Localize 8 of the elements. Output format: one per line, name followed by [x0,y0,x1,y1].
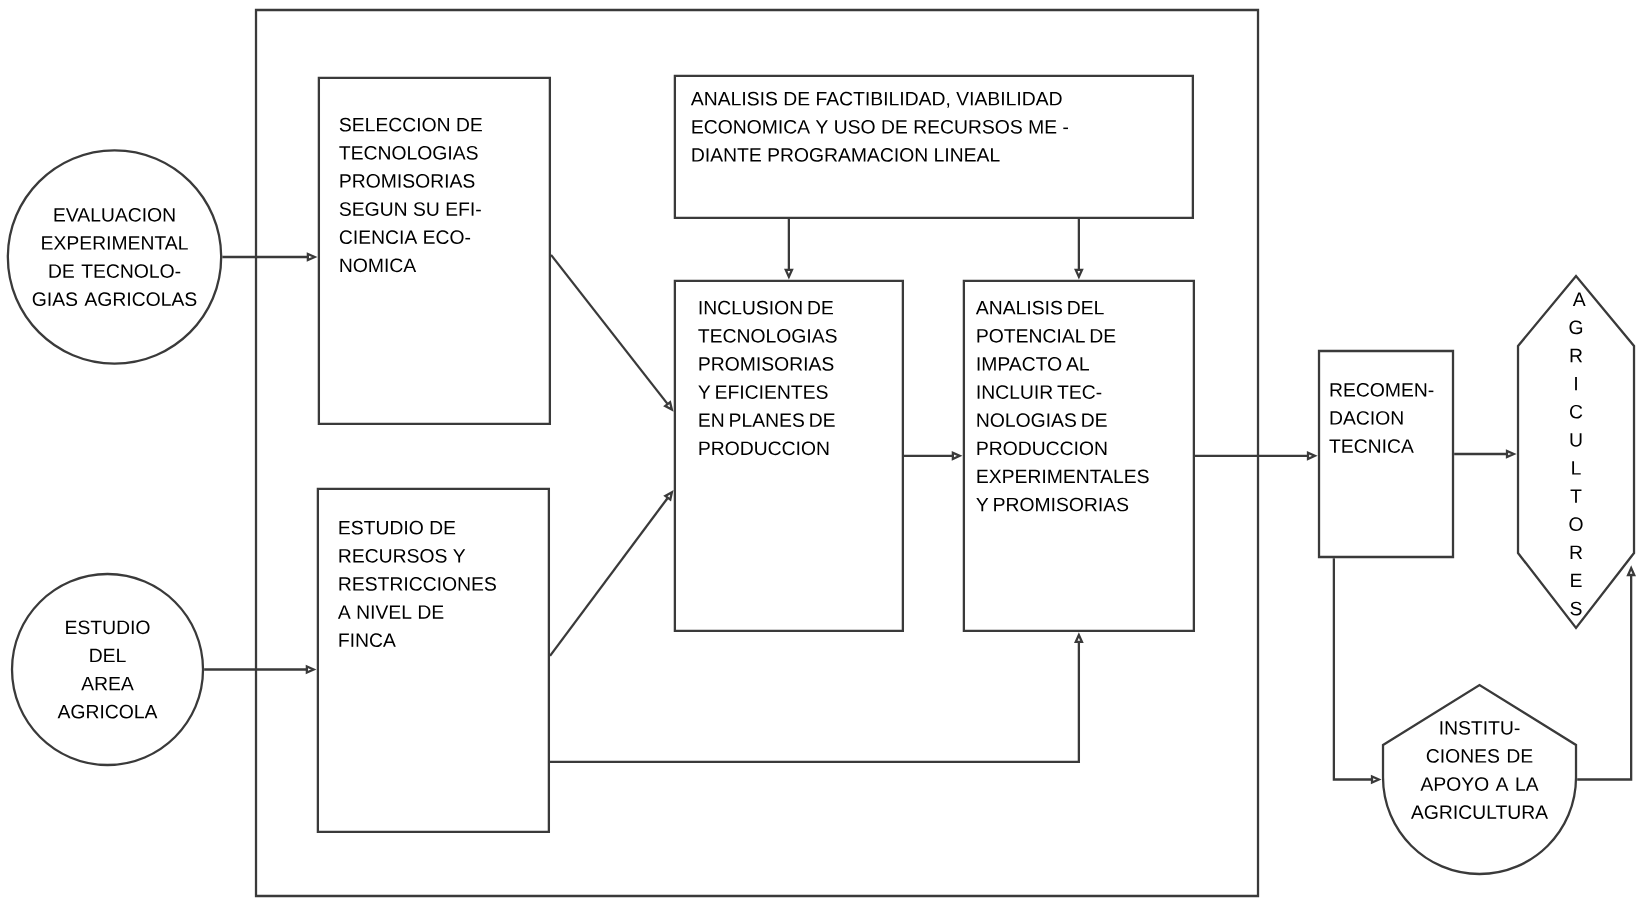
process-box: ESTUDIO DE RECURSOS Y RESTRICCIONES A NIVEL DE FINCA [316,487,550,833]
process-box: ANALISIS DE FACTIBILIDAD, VIABILIDAD ECONOMICA Y USO DE RECURSOS ME - DIANTE PROGRAMACION LINEAL [673,74,1194,219]
target-hexagon: AGRICULTORES [1516,274,1636,630]
process-box: RECOMEN- DACION TECNICA [1317,349,1455,559]
process-box: ANALISIS DEL POTENCIAL DE IMPACTO AL INCLUIR TEC- NOLOGIAS DE PRODUCCION EXPERIMENTALES Y PROMISORIAS [962,279,1195,632]
process-box: SELECCION DE TECNOLOGIAS PROMISORIAS SEGUN SU EFI- CIENCIA ECO- NOMICA [317,76,551,425]
frame-box [254,8,1260,898]
process-box: INCLUSION DE TECNOLOGIAS PROMISORIAS Y EFICIENTES EN PLANES DE PRODUCCION [673,279,904,632]
